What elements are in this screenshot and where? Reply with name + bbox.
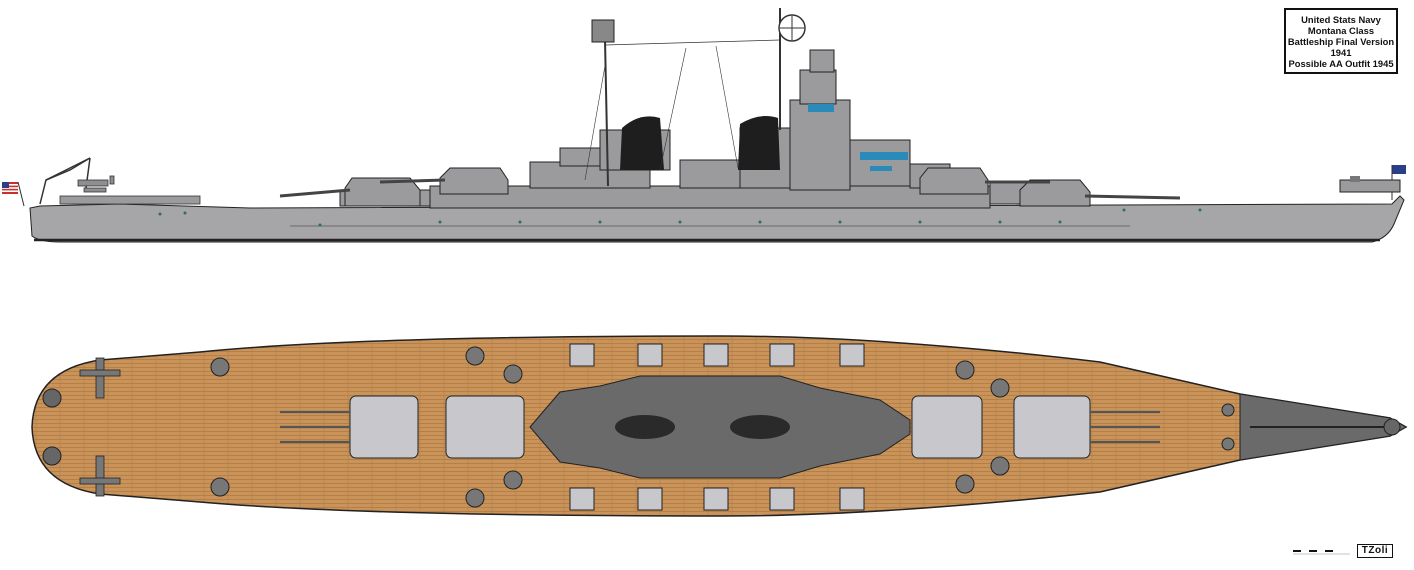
- title-line-3: Battleship Final Version: [1287, 35, 1395, 47]
- floatplanes-plan: [79, 357, 121, 497]
- portholes: [158, 208, 1202, 227]
- main-gun-barrels-plan: [280, 410, 1160, 444]
- title-line-2: Montana Class: [1307, 24, 1375, 36]
- funnel-aft: [738, 116, 780, 170]
- artist-signature: TZoli: [1357, 544, 1393, 558]
- radar-antenna-fwd: [591, 19, 615, 43]
- stern-fittings: [42, 388, 1401, 466]
- secondary-mounts-plan: [569, 343, 865, 511]
- main-gun-barrels-side: [279, 178, 1181, 200]
- scale-bar: [1293, 550, 1350, 555]
- funnel-fwd: [620, 116, 664, 170]
- superstructure-plan: [529, 375, 911, 479]
- floatplane-side: [77, 175, 115, 193]
- title-line-1: United Stats Navy: [1301, 13, 1381, 25]
- bridge-windows: [808, 104, 908, 171]
- title-line-5: Possible AA Outfit 1945: [1288, 57, 1394, 69]
- main-turrets-plan: [349, 395, 1091, 459]
- side-profile: [2, 8, 1406, 243]
- aa-mounts-plan: [210, 346, 1235, 508]
- us-flag-icon: [2, 181, 25, 207]
- main-turrets-side: [344, 167, 1091, 207]
- plan-view: [31, 335, 1408, 517]
- title-box: United Stats Navy Montana Class Battlesh…: [1284, 8, 1398, 74]
- title-line-4: 1941: [1330, 46, 1352, 58]
